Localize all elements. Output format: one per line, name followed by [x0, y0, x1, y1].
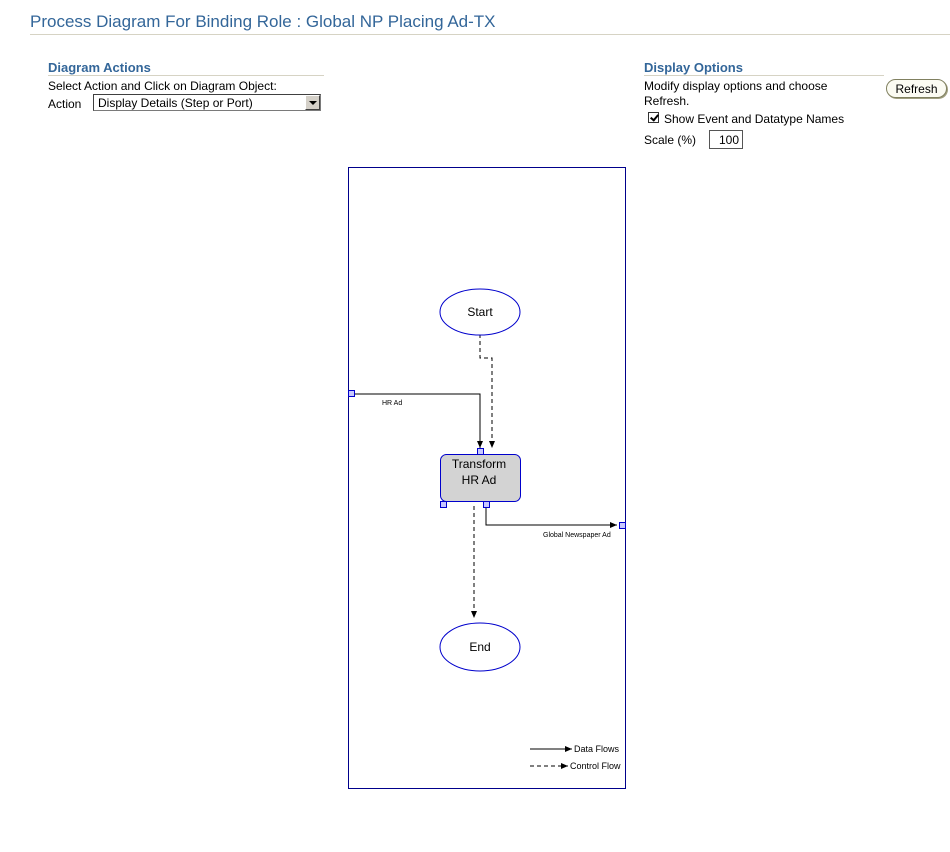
data-flow-hr-ad[interactable] — [352, 393, 483, 448]
transform-node-label-line2: HR Ad — [462, 473, 497, 487]
data-flow-global-newspaper-ad[interactable] — [485, 508, 617, 528]
diagram-actions-divider — [48, 75, 324, 76]
scale-label: Scale (%) — [644, 133, 697, 147]
start-node[interactable] — [439, 288, 521, 336]
diagram-actions-instruction: Select Action and Click on Diagram Objec… — [48, 79, 277, 93]
page-title: Process Diagram For Binding Role : Globa… — [30, 12, 496, 31]
port-transform-output[interactable] — [483, 501, 490, 508]
scale-input[interactable] — [709, 130, 743, 149]
end-node-label: End — [469, 640, 490, 654]
chevron-down-icon[interactable] — [305, 95, 320, 110]
action-select[interactable]: Display Details (Step or Port) — [93, 94, 321, 111]
legend-control-flow-label: Control Flow — [570, 761, 621, 771]
display-options-description-line2: Refresh. — [644, 94, 690, 108]
title-divider — [30, 34, 950, 35]
end-node[interactable] — [439, 622, 521, 672]
flow-label-hr-ad: HR Ad — [382, 400, 402, 407]
diagram-frame — [348, 167, 626, 789]
display-options-description-line1: Modify display options and choose — [644, 79, 828, 93]
legend-data-flows-label: Data Flows — [574, 744, 620, 754]
transform-node-label-line1: Transform — [452, 457, 506, 471]
action-label: Action — [48, 97, 82, 111]
port-transform-input[interactable] — [477, 448, 484, 455]
show-names-label: Show Event and Datatype Names — [664, 112, 845, 126]
port-hr-ad-input[interactable] — [348, 390, 355, 397]
flow-label-global-newspaper-ad: Global Newspaper Ad — [543, 532, 611, 539]
start-node-label: Start — [467, 305, 493, 319]
display-options-divider — [644, 75, 884, 76]
action-select-value: Display Details (Step or Port) — [98, 96, 253, 110]
port-transform-exception[interactable] — [440, 501, 447, 508]
show-names-checkbox[interactable] — [648, 112, 659, 123]
display-options-header: Display Options — [644, 60, 743, 75]
port-global-newspaper-ad-output[interactable] — [619, 522, 626, 529]
refresh-button[interactable]: Refresh — [886, 79, 947, 98]
diagram-actions-header: Diagram Actions — [48, 60, 151, 75]
control-flow-start-to-transform[interactable] — [479, 334, 495, 448]
